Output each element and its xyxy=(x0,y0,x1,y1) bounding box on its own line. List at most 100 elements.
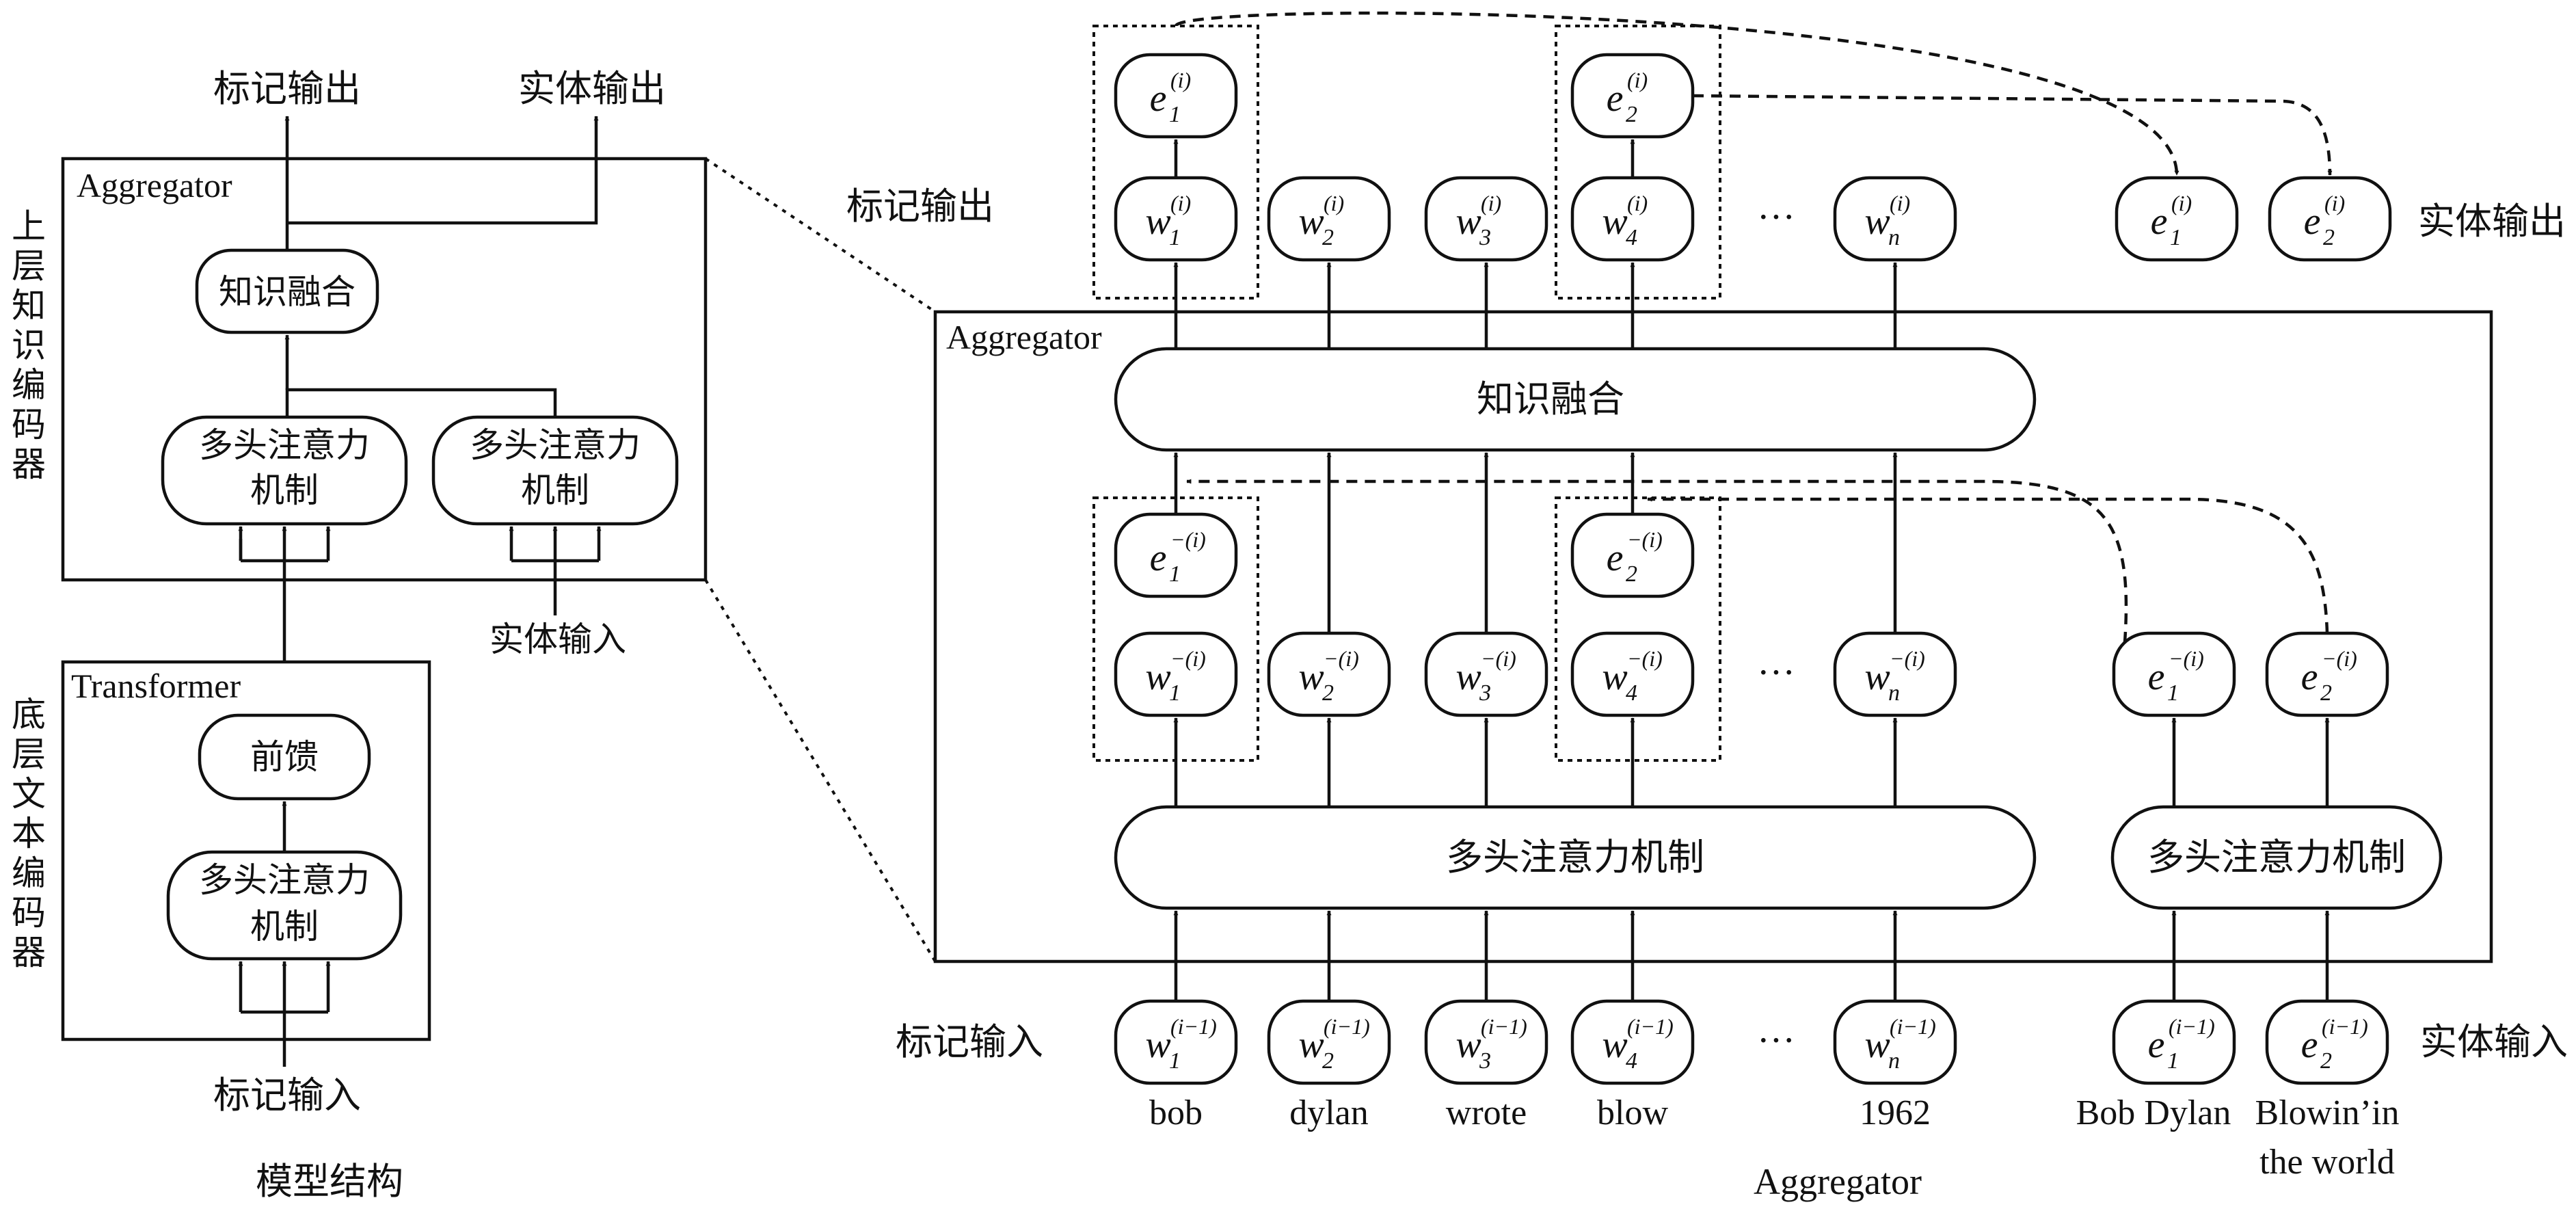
token-input-node-4-subscript: 4 xyxy=(1626,1048,1637,1074)
token-input-node-1-superscript: (i−1) xyxy=(1170,1014,1217,1039)
token-intermediate-node-2-subscript: 2 xyxy=(1322,680,1334,706)
aligned-entity-node-1-superscript: −(i) xyxy=(1170,527,1206,552)
token-output-node-3-subscript: 3 xyxy=(1479,225,1491,250)
right-caption: Aggregator xyxy=(1754,1161,1922,1202)
right-entity-input-label: 实体输入 xyxy=(2420,1020,2568,1063)
token-output-node-1-symbol: w xyxy=(1145,200,1170,243)
token-output-node-2-superscript: (i) xyxy=(1324,191,1344,215)
left-token-mha-label-2: 机制 xyxy=(250,470,319,510)
entity-input-node-2-superscript: (i−1) xyxy=(2322,1014,2368,1039)
entity-input-node-2-symbol: e xyxy=(2301,1024,2318,1066)
token-input-node-2: w2(i−1) xyxy=(1267,999,1391,1085)
token-intermediate-node-4-shape xyxy=(1570,631,1695,717)
lower-encoder-label: 底层文本编码器 xyxy=(12,695,46,972)
left-aggregator-connectors xyxy=(238,116,602,615)
token-intermediate-node-2: w2−(i) xyxy=(1267,631,1391,717)
entity-input-node-1-subscript: 1 xyxy=(2167,1048,2179,1074)
ellipsis: ··· xyxy=(1757,652,1795,694)
aligned-entity-node-2-superscript: −(i) xyxy=(1627,527,1663,552)
token-input-node-n-superscript: (i−1) xyxy=(1890,1014,1936,1039)
token-output-node-n-subscript: n xyxy=(1888,225,1900,250)
entity-intermediate-node-1-subscript: 1 xyxy=(2167,680,2179,706)
left-entity-input-label: 实体输入 xyxy=(489,620,626,659)
token-input-node-3: w3 (i−1) xyxy=(1424,999,1548,1085)
token-entity-output-node-1-symbol: e xyxy=(1150,77,1167,120)
token-input-node-2-symbol: w xyxy=(1298,1024,1324,1066)
entity-output-node-1-symbol: e xyxy=(2151,200,2168,243)
aligned-entity-node-1-subscript: 1 xyxy=(1169,561,1181,587)
token-output-node-2: w2(i) xyxy=(1267,176,1391,262)
token-output-node-n-shape xyxy=(1833,176,1957,262)
left-feedforward-label: 前馈 xyxy=(250,737,319,777)
ellipsis: ··· xyxy=(1757,196,1795,239)
token-output-node-2-shape xyxy=(1267,176,1391,262)
token-input-node-n: wn(i−1) xyxy=(1833,999,1957,1085)
token-intermediate-node-1-subscript: 1 xyxy=(1169,680,1181,706)
token-intermediate-node-n-symbol: w xyxy=(1864,656,1890,698)
highlight-box-e2-output xyxy=(1555,25,1721,300)
entity-output-node-1-shape xyxy=(2115,176,2239,262)
left-transformer-title: Transformer xyxy=(71,667,241,705)
token-output-node-1: w1(i) xyxy=(1114,176,1238,262)
token-intermediate-node-1-symbol: w xyxy=(1145,656,1170,698)
left-transformer-mha-label-2: 机制 xyxy=(250,907,319,946)
token-intermediate-node-3-symbol: w xyxy=(1455,656,1481,698)
entity-name: Blowin’in xyxy=(2255,1093,2400,1132)
right-token-mha-label: 多头注意力机制 xyxy=(1446,836,1704,879)
left-transformer-connectors xyxy=(238,801,331,1067)
entity-intermediate-node-1-symbol: e xyxy=(2148,656,2165,698)
token-input-node-3-symbol: w xyxy=(1455,1024,1481,1066)
token-intermediate-node-4-symbol: w xyxy=(1602,656,1627,698)
entity-intermediate-node-2-symbol: e xyxy=(2301,656,2318,698)
left-model-structure: 上层知识编码器 底层文本编码器 标记输出 实体输出 Aggregator 知识融… xyxy=(12,67,708,1203)
token-output-node-4: w4(i) xyxy=(1570,176,1695,262)
aligned-entity-node-2-symbol: e xyxy=(1607,537,1624,579)
token-output-node-4-superscript: (i) xyxy=(1627,191,1648,215)
token-intermediate-node-3: w3 −(i) xyxy=(1424,631,1548,717)
left-aggregator-title: Aggregator xyxy=(77,166,232,204)
token-input-node-1: w1(i−1) xyxy=(1114,999,1238,1085)
zoom-line-bottom xyxy=(704,579,937,963)
token-input-node-3-subscript: 3 xyxy=(1479,1048,1491,1074)
entity-intermediate-node-2-subscript: 2 xyxy=(2320,680,2332,706)
entity-name-line2: the world xyxy=(2259,1143,2395,1182)
left-entity-mha-label-2: 机制 xyxy=(521,470,589,510)
token-output-node-n-superscript: (i) xyxy=(1890,191,1910,215)
token-intermediate-node-3-subscript: 3 xyxy=(1479,680,1491,706)
token-input-node-3-superscript: (i−1) xyxy=(1481,1014,1527,1039)
token-entity-output-node-2-superscript: (i) xyxy=(1627,68,1648,92)
token-intermediate-node-2-superscript: −(i) xyxy=(1324,646,1359,671)
entity-output-node-2-subscript: 2 xyxy=(2323,225,2335,250)
token-output-node-n: wn(i) xyxy=(1833,176,1957,262)
highlight-box-e2-intermediate xyxy=(1555,496,1721,762)
token-intermediate-node-4-subscript: 4 xyxy=(1626,680,1637,706)
token-output-node-2-subscript: 2 xyxy=(1322,225,1334,250)
token-words: bob dylan wrote blow 1962 Bob Dylan Blow… xyxy=(1149,1093,2399,1182)
token-intermediate-node-3-superscript: −(i) xyxy=(1481,646,1516,671)
entity-input-node-1-superscript: (i−1) xyxy=(2169,1014,2215,1039)
right-aggregator-detail: Aggregator 知识融合 多头注意力机制 多头注意力机制 标记输出 实体输… xyxy=(846,11,2568,1202)
token-output-node-1-superscript: (i) xyxy=(1170,191,1191,215)
entity-output-node-1-subscript: 1 xyxy=(2170,225,2182,250)
token-intermediate-node-4: w4−(i) xyxy=(1570,631,1695,717)
token-intermediate-node-1: w1−(i) xyxy=(1114,631,1238,717)
left-transformer-mha-label-1: 多头注意力 xyxy=(199,860,370,900)
token-input-node-4-superscript: (i−1) xyxy=(1627,1014,1674,1039)
right-fusion-node xyxy=(1114,347,2037,452)
left-fusion-label: 知识融合 xyxy=(219,272,355,312)
token-output-node-3: w3(i) xyxy=(1424,176,1548,262)
left-token-input-label: 标记输入 xyxy=(213,1074,361,1117)
entity-output-node-2-superscript: (i) xyxy=(2324,191,2345,215)
left-entity-output-label: 实体输出 xyxy=(518,67,666,110)
token-entity-output-node-1-superscript: (i) xyxy=(1170,68,1191,92)
token-entity-output-node-2-symbol: e xyxy=(1607,77,1624,120)
